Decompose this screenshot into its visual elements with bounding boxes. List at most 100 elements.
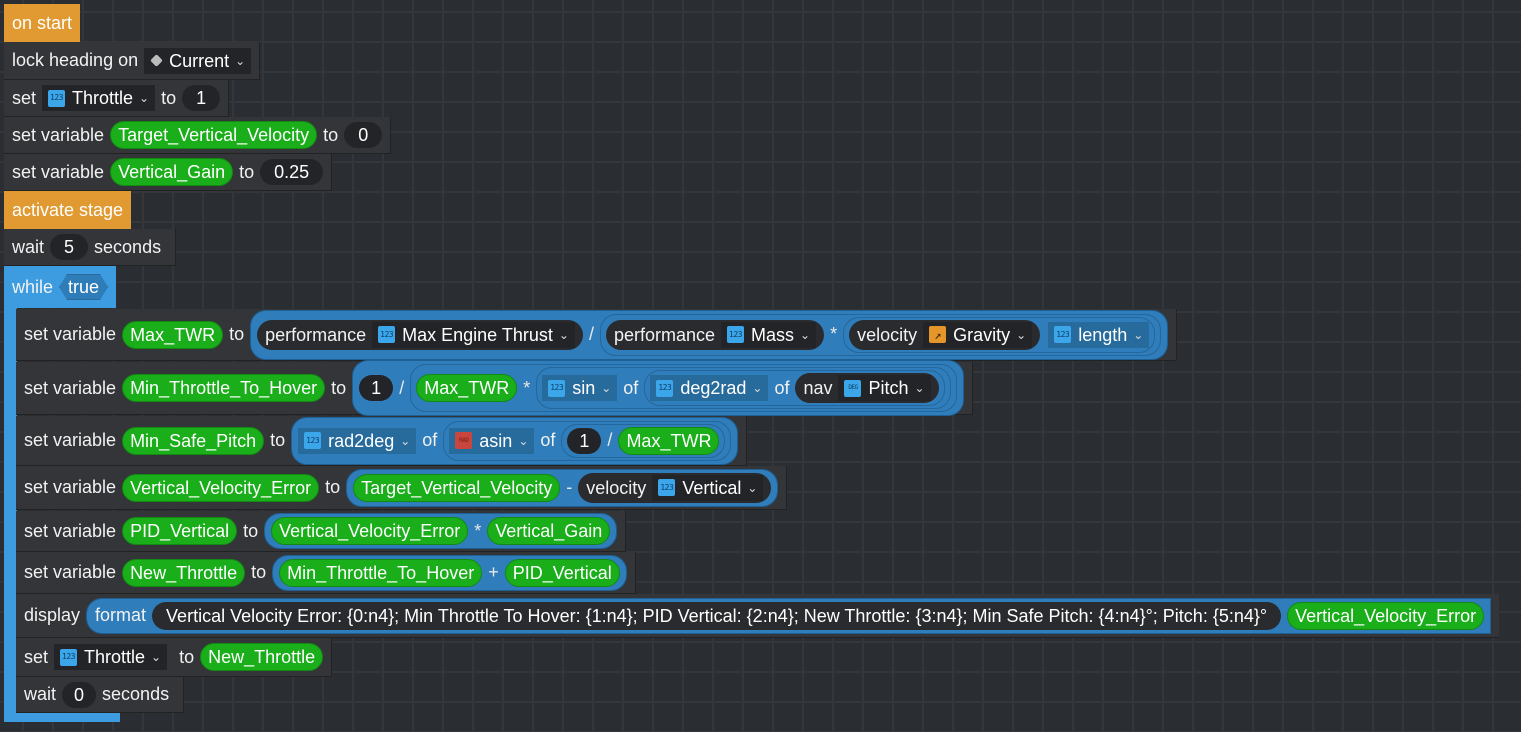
math-function-dropdown[interactable]: RAD asin ⌄ <box>449 427 535 454</box>
variable-target-vertical-velocity[interactable]: Target_Vertical_Velocity <box>110 121 318 149</box>
value-input[interactable]: 0 <box>344 122 383 148</box>
wait-0-block[interactable]: wait 0 seconds <box>16 677 185 713</box>
math-function-dropdown[interactable]: 123 deg2rad ⌄ <box>650 375 769 401</box>
seconds-label: seconds <box>102 684 170 704</box>
velocity-expression[interactable]: velocity ↗ Gravity ⌄ <box>849 319 1041 350</box>
heading-mode-value: Current <box>169 50 230 71</box>
division-expression[interactable]: 1 / Max_TWR * 123 sin ⌄ of 123 deg2rad ⌄ <box>352 360 964 416</box>
heading-mode-dropdown[interactable]: Current ⌄ <box>144 47 252 74</box>
value-input[interactable]: 0.25 <box>260 159 324 185</box>
while-loop-footer <box>4 712 120 722</box>
number-type-icon: 123 <box>60 648 78 666</box>
set-variable-label: set variable <box>24 377 117 398</box>
set-vertical-velocity-error-block[interactable]: set variable Vertical_Velocity_Error to … <box>16 466 788 510</box>
set-max-twr-block[interactable]: set variable Max_TWR to performance 123 … <box>16 309 1178 361</box>
performance-dropdown[interactable]: 123 Mass ⌄ <box>721 321 817 348</box>
vector-type-icon: ↗ <box>929 326 947 343</box>
activate-stage-block[interactable]: activate stage <box>4 191 132 229</box>
performance-label: performance <box>613 324 716 345</box>
while-label: while <box>12 276 54 297</box>
variable-min-throttle-to-hover[interactable]: Min_Throttle_To_Hover <box>279 558 483 587</box>
wait-seconds-input[interactable]: 5 <box>50 234 89 260</box>
throttle-number-input[interactable]: 1 <box>182 85 221 111</box>
nav-label: nav <box>803 378 833 398</box>
to-label: to <box>331 377 347 398</box>
variable-pid-vertical[interactable]: PID_Vertical <box>504 558 620 587</box>
performance-dropdown[interactable]: 123 Max Engine Thrust ⌄ <box>372 321 575 348</box>
set-target-vertical-velocity-block[interactable]: set variable Target_Vertical_Velocity to… <box>4 117 392 154</box>
set-new-throttle-block[interactable]: set variable New_Throttle to Min_Throttl… <box>16 552 636 594</box>
math-function-dropdown[interactable]: 123 sin ⌄ <box>542 375 618 401</box>
of-label: of <box>623 377 639 398</box>
format-expression[interactable]: format Vertical Velocity Error: {0:n4}; … <box>86 597 1492 634</box>
set-min-safe-pitch-block[interactable]: set variable Min_Safe_Pitch to 123 rad2d… <box>16 416 748 466</box>
variable-vertical-gain[interactable]: Vertical_Gain <box>110 158 234 186</box>
variable-vertical-velocity-error[interactable]: Vertical_Velocity_Error <box>1287 601 1485 630</box>
while-block[interactable]: while true <box>4 266 117 308</box>
division-expression[interactable]: 1 / Max_TWR <box>561 423 726 458</box>
set-vertical-gain-block[interactable]: set variable Vertical_Gain to 0.25 <box>4 154 333 191</box>
set-throttle-new-block[interactable]: set 123 Throttle ⌄ to New_Throttle <box>16 638 333 677</box>
chevron-down-icon: ⌄ <box>518 433 529 448</box>
of-label: of <box>422 430 438 450</box>
set-variable-label: set variable <box>12 161 105 182</box>
gravity-value: Gravity <box>953 324 1011 345</box>
rad2deg-expression[interactable]: 123 rad2deg ⌄ of RAD asin ⌄ of 1 / Max_T… <box>291 416 739 465</box>
division-expression[interactable]: performance 123 Max Engine Thrust ⌄ / pe… <box>250 309 1169 360</box>
velocity-dropdown[interactable]: ↗ Gravity ⌄ <box>923 321 1033 348</box>
velocity-expression[interactable]: velocity 123 Vertical ⌄ <box>578 472 772 503</box>
on-start-block[interactable]: on start <box>4 4 81 42</box>
nav-expression[interactable]: nav DEG Pitch ⌄ <box>795 373 939 403</box>
number-input[interactable]: 1 <box>359 375 394 401</box>
variable-max-twr[interactable]: Max_TWR <box>122 320 224 349</box>
throttle-dropdown[interactable]: 123 Throttle ⌄ <box>42 85 156 111</box>
multiply-expression[interactable]: Vertical_Velocity_Error * Vertical_Gain <box>264 513 618 549</box>
variable-new-throttle[interactable]: New_Throttle <box>122 558 246 587</box>
display-block[interactable]: display format Vertical Velocity Error: … <box>16 594 1500 638</box>
vector-op-dropdown[interactable]: 123 length ⌄ <box>1048 321 1150 348</box>
add-expression[interactable]: Min_Throttle_To_Hover + PID_Vertical <box>272 554 627 591</box>
number-type-icon: 123 <box>48 89 66 107</box>
variable-max-twr[interactable]: Max_TWR <box>416 374 518 402</box>
length-value: length <box>1078 324 1128 345</box>
throttle-dropdown[interactable]: 123 Throttle ⌄ <box>54 644 168 670</box>
condition-true[interactable]: true <box>59 274 108 300</box>
vertical-value: Vertical <box>682 477 742 498</box>
variable-pid-vertical[interactable]: PID_Vertical <box>122 517 238 545</box>
vector-length-expression[interactable]: velocity ↗ Gravity ⌄ 123 length ⌄ <box>843 316 1156 353</box>
multiply-expression[interactable]: performance 123 Mass ⌄ * velocity ↗ Grav… <box>599 313 1162 356</box>
rad2deg-value: rad2deg <box>328 430 395 451</box>
deg2rad-expression[interactable]: 123 deg2rad ⌄ of nav DEG Pitch ⌄ <box>644 370 945 406</box>
variable-vertical-gain[interactable]: Vertical_Gain <box>487 517 611 545</box>
velocity-dropdown[interactable]: 123 Vertical ⌄ <box>652 474 764 501</box>
multiply-expression[interactable]: Max_TWR * 123 sin ⌄ of 123 deg2rad ⌄ of <box>410 364 957 412</box>
of-label: of <box>540 430 556 450</box>
sin-expression[interactable]: 123 sin ⌄ of 123 deg2rad ⌄ of nav DE <box>536 367 951 409</box>
variable-vertical-velocity-error[interactable]: Vertical_Velocity_Error <box>271 517 469 545</box>
number-type-icon: 123 <box>656 379 674 397</box>
variable-max-twr[interactable]: Max_TWR <box>618 426 720 455</box>
nav-dropdown[interactable]: DEG Pitch ⌄ <box>838 375 931 401</box>
variable-vertical-velocity-error[interactable]: Vertical_Velocity_Error <box>122 473 320 502</box>
to-label: to <box>161 87 177 108</box>
wait-5-block[interactable]: wait 5 seconds <box>4 229 177 266</box>
math-function-dropdown[interactable]: 123 rad2deg ⌄ <box>298 427 417 454</box>
wait-seconds-input[interactable]: 0 <box>62 681 97 708</box>
number-input[interactable]: 1 <box>567 427 602 454</box>
variable-new-throttle[interactable]: New_Throttle <box>200 643 324 671</box>
variable-min-throttle-to-hover[interactable]: Min_Throttle_To_Hover <box>122 374 326 402</box>
format-string-input[interactable]: Vertical Velocity Error: {0:n4}; Min Thr… <box>152 601 1282 630</box>
set-pid-vertical-block[interactable]: set variable PID_Vertical to Vertical_Ve… <box>16 511 627 552</box>
lock-heading-block[interactable]: lock heading on Current ⌄ <box>4 42 261 80</box>
performance-expression[interactable]: performance 123 Mass ⌄ <box>605 319 825 350</box>
pitch-value: Pitch <box>868 378 909 398</box>
asin-expression[interactable]: RAD asin ⌄ of 1 / Max_TWR <box>443 420 732 461</box>
set-min-throttle-to-hover-block[interactable]: set variable Min_Throttle_To_Hover to 1 … <box>16 360 973 416</box>
set-throttle-block[interactable]: set 123 Throttle ⌄ to 1 <box>4 80 230 117</box>
number-type-icon: 123 <box>1054 326 1072 343</box>
variable-target-vertical-velocity[interactable]: Target_Vertical_Velocity <box>353 473 561 502</box>
set-variable-label: set variable <box>24 477 117 497</box>
variable-min-safe-pitch[interactable]: Min_Safe_Pitch <box>122 426 265 455</box>
subtract-expression[interactable]: Target_Vertical_Velocity - velocity 123 … <box>346 468 779 507</box>
performance-expression[interactable]: performance 123 Max Engine Thrust ⌄ <box>257 319 583 350</box>
